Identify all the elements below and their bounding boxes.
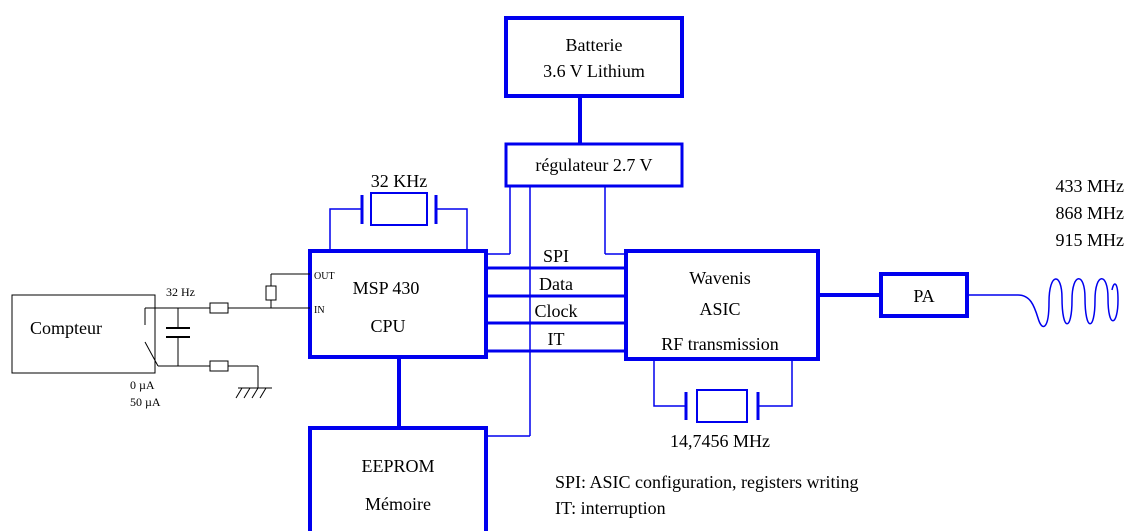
pa-label: PA	[913, 286, 934, 306]
bus-lines: SPI Data Clock IT	[486, 246, 626, 353]
meter-current-2: 50 µA	[130, 395, 161, 409]
asic-label-line1: Wavenis	[689, 268, 751, 288]
meter-block: Compteur	[11, 294, 159, 374]
battery-label-line1: Batterie	[566, 35, 623, 55]
bus-label-data: Data	[539, 274, 573, 294]
frequency-list: 433 MHz 868 MHz 915 MHz	[1056, 176, 1125, 250]
eeprom-block: EEPROM Mémoire	[308, 426, 488, 531]
battery-label-line2: 3.6 V Lithium	[543, 61, 645, 81]
meter-current-1: 0 µA	[130, 378, 155, 392]
meter-label: Compteur	[30, 318, 102, 338]
battery-block: Batterie 3.6 V Lithium	[504, 16, 684, 98]
crystal-14mhz-label: 14,7456 MHz	[670, 431, 770, 451]
pa-block: PA	[879, 272, 969, 318]
cpu-pin-in: IN	[314, 305, 325, 316]
asic-label-line3: RF transmission	[661, 334, 779, 354]
eeprom-label-line1: EEPROM	[361, 456, 434, 476]
eeprom-label-line2: Mémoire	[365, 494, 431, 514]
crystal-32khz-label: 32 KHz	[371, 171, 428, 191]
bus-label-clock: Clock	[535, 301, 578, 321]
cpu-label-line1: MSP 430	[353, 278, 420, 298]
meter-frequency-label: 32 Hz	[166, 285, 195, 299]
ground-icon	[235, 366, 272, 399]
crystal-14mhz: 14,7456 MHz	[653, 359, 793, 451]
note-spi: SPI: ASIC configuration, registers writi…	[555, 472, 858, 492]
cpu-block: MSP 430 CPU OUT IN	[308, 249, 488, 359]
bus-label-it: IT	[548, 329, 565, 349]
cpu-pin-out: OUT	[314, 271, 335, 282]
regulator-label: régulateur 2.7 V	[535, 155, 652, 175]
cpu-label-line2: CPU	[370, 316, 405, 336]
frequency-915: 915 MHz	[1056, 230, 1125, 250]
crystal-32khz: 32 KHz	[329, 171, 468, 250]
asic-label-line2: ASIC	[699, 299, 740, 319]
regulator-block: régulateur 2.7 V	[504, 142, 684, 188]
bus-label-spi: SPI	[543, 246, 569, 266]
antenna-coil	[967, 278, 1119, 328]
frequency-868: 868 MHz	[1056, 203, 1125, 223]
note-it: IT: interruption	[555, 498, 666, 518]
frequency-433: 433 MHz	[1056, 176, 1125, 196]
meter-wiring	[155, 273, 310, 372]
asic-block: Wavenis ASIC RF transmission	[624, 249, 820, 361]
